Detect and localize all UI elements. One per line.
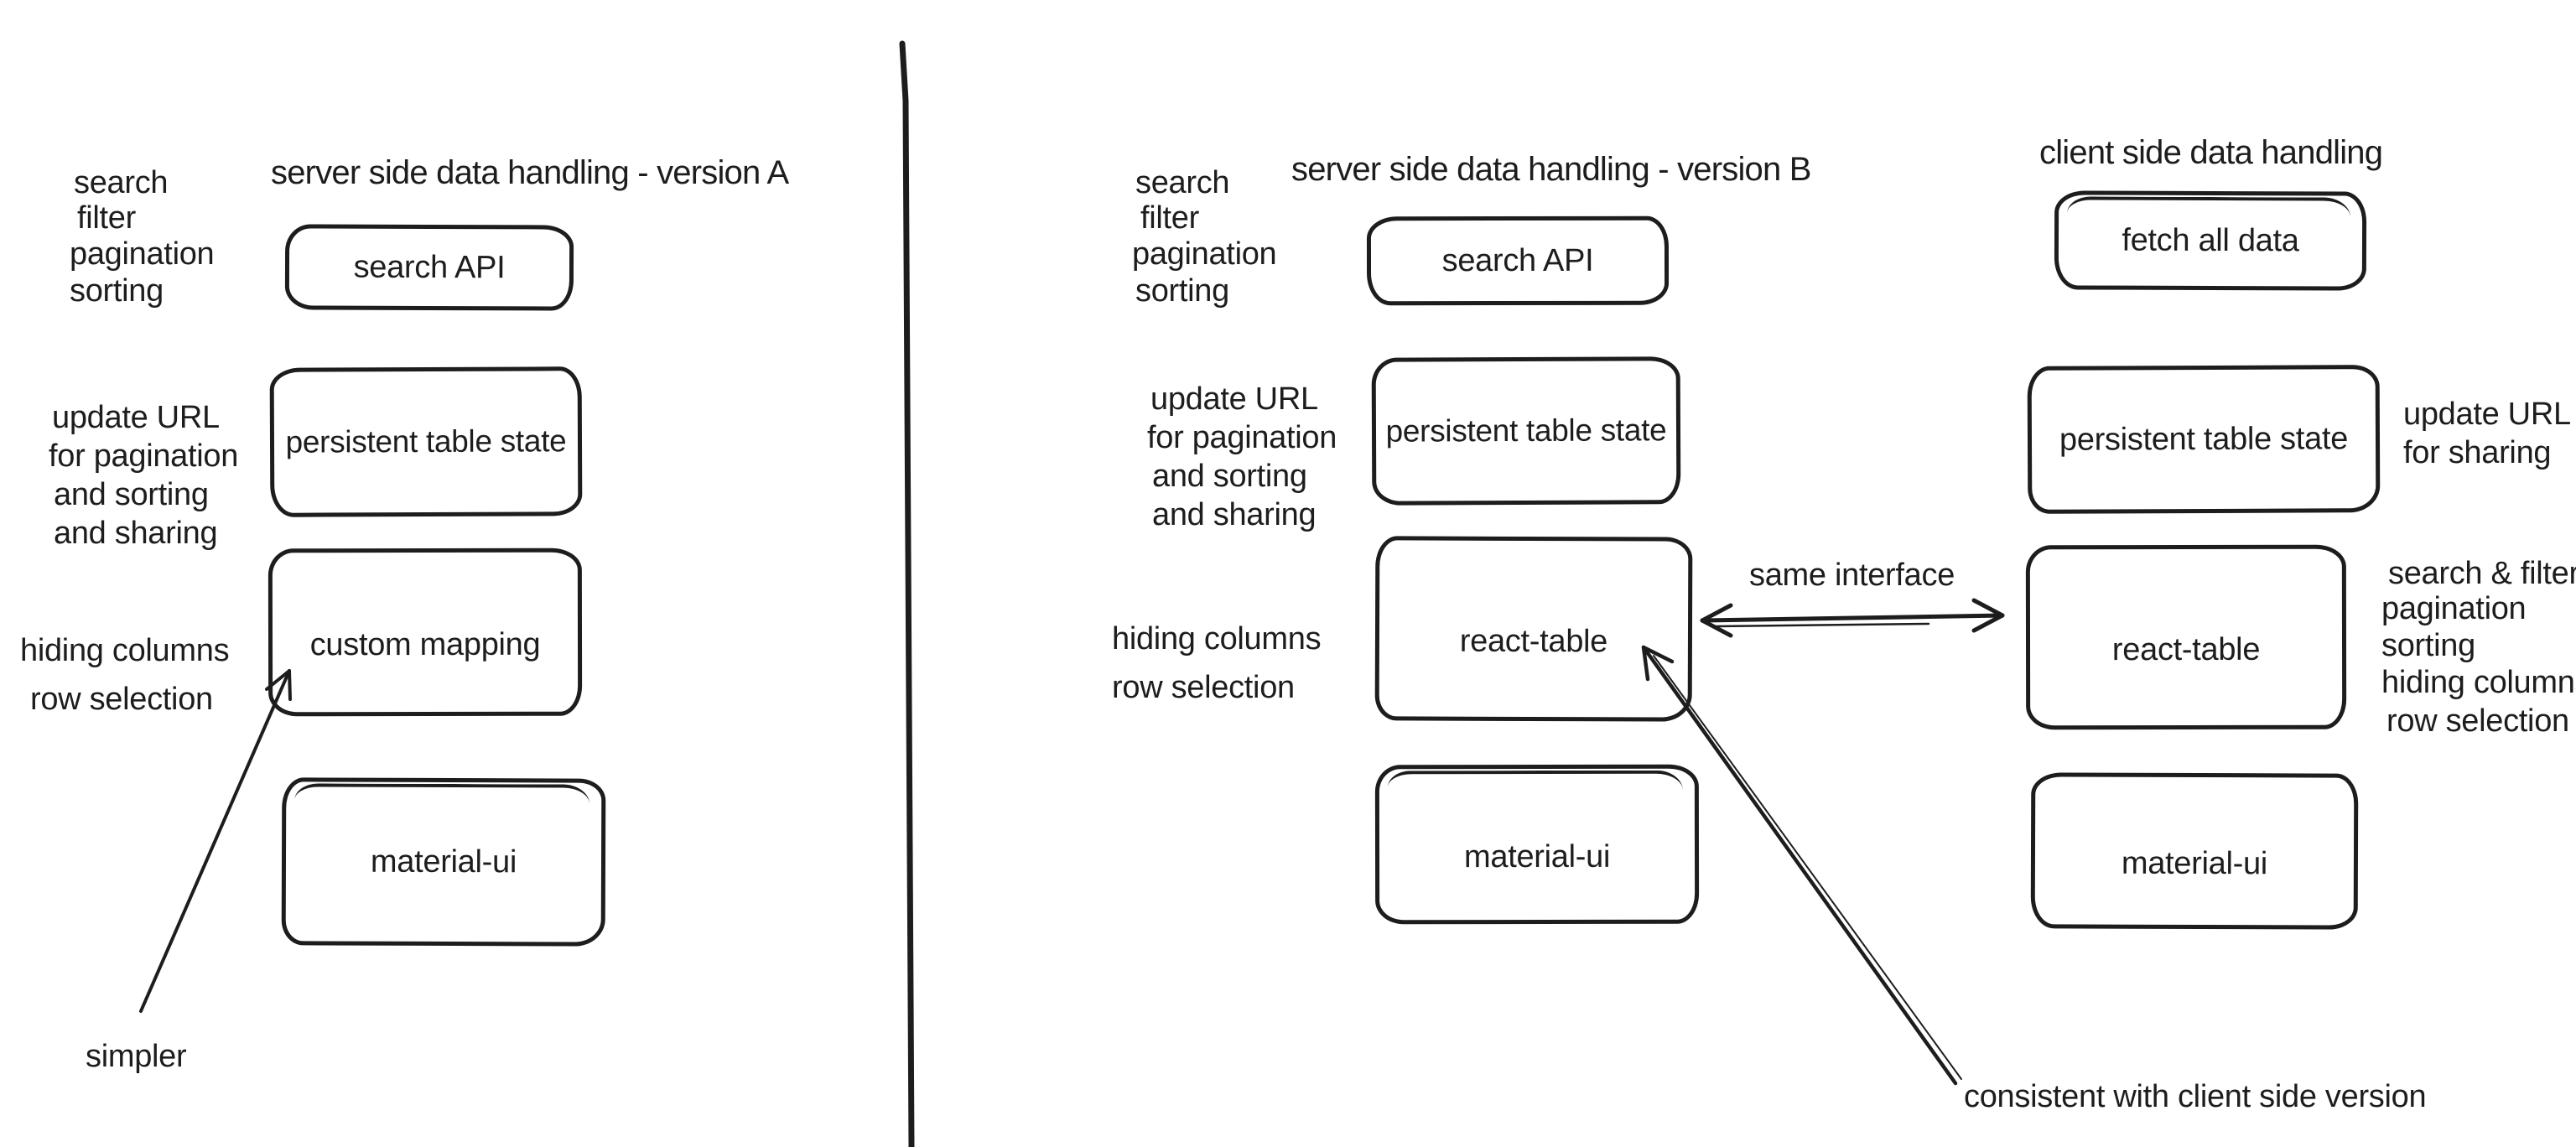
version-b-capability-pagination: pagination [1132,236,1277,272]
box-react-table-b-label: react-table [1459,623,1608,659]
box-persistent-table-state-a: persistent table state [269,366,583,517]
box-material-ui-c-label: material-ui [2121,845,2268,881]
box-persistent-table-state-b: persistent table state [1371,356,1681,506]
version-b-title: server side data handling - version B [1291,151,1811,188]
version-b-update-url-line2: for pagination [1147,420,1337,455]
box-material-ui-b: material-ui [1374,764,1700,925]
version-a-feature-row-selection: row selection [30,682,213,717]
version-b-update-url-line3: and sorting [1152,459,1307,494]
box-persistent-table-state-c: persistent table state [2027,365,2381,514]
simpler-arrow-shaft [139,669,291,1013]
version-a-update-url-line2: for pagination [49,439,239,474]
box-search-api-a-label: search API [353,249,506,285]
box-search-api-a: search API [284,224,574,311]
client-side-feature-pagination: pagination [2381,591,2527,626]
same-interface-arrow-shaft-echo [1714,622,1930,628]
box-fetch-all-data-label: fetch all data [2122,222,2299,258]
same-interface-arrow [1700,598,2005,638]
box-material-ui-b-label: material-ui [1463,838,1611,875]
consistent-note: consistent with client side version [1964,1079,2427,1114]
same-interface-arrow-left-head [1700,603,1733,638]
version-a-feature-hiding-columns: hiding columns [20,633,230,668]
consistent-arrow-shaft-echo [1653,655,1962,1080]
version-b-feature-row-selection: row selection [1112,670,1295,705]
divider-stroke [899,40,915,1147]
box-persistent-table-state-c-label: persistent table state [2059,420,2349,458]
box-search-api-b-label: search API [1441,242,1594,278]
version-a-update-url-line4: and sharing [54,516,218,551]
client-side-feature-sorting: sorting [2381,628,2475,663]
version-a-capability-filter: filter [77,200,136,236]
client-side-feature-search-filter: search & filter [2388,556,2576,591]
version-b-update-url-line4: and sharing [1152,497,1317,532]
version-a-update-url-line1: update URL [52,400,220,435]
box-custom-mapping: custom mapping [267,548,583,717]
simpler-note: simpler [86,1039,187,1074]
version-a-capability-sorting: sorting [70,273,164,309]
box-react-table-c-label: react-table [2111,631,2261,667]
box-custom-mapping-label: custom mapping [309,626,541,662]
box-react-table-c: react-table [2025,544,2347,730]
section-divider-line [899,40,915,1147]
client-side-update-url-line1: update URL [2403,397,2571,432]
version-b-feature-hiding-columns: hiding columns [1112,621,1322,657]
box-fetch-all-data: fetch all data [2054,190,2367,291]
client-side-feature-row-selection: row selection [2386,703,2569,739]
box-search-api-b: search API [1366,215,1670,306]
version-a-update-url-line3: and sorting [54,477,209,512]
version-b-capability-sorting: sorting [1135,273,1229,309]
box-persistent-table-state-a-label: persistent table state [285,423,567,459]
box-material-ui-c: material-ui [2030,772,2359,930]
client-side-title: client side data handling [2039,134,2383,171]
box-material-ui-a-label: material-ui [370,843,517,880]
version-a-capability-pagination: pagination [70,236,215,272]
client-side-feature-hiding-columns: hiding columns [2381,665,2576,700]
client-side-update-url-line2: for sharing [2403,435,2552,470]
box-material-ui-a: material-ui [281,777,606,947]
version-b-capability-filter: filter [1140,200,1199,236]
simpler-arrow [139,669,292,1013]
box-react-table-b: react-table [1374,536,1693,722]
same-interface-arrow-shaft [1700,613,2005,623]
version-a-capability-search: search [74,165,169,200]
version-b-capability-search: search [1135,165,1230,200]
version-a-title: server side data handling - version A [271,154,789,191]
box-persistent-table-state-b-label: persistent table state [1385,413,1667,449]
same-interface-note: same interface [1749,558,1955,593]
version-b-update-url-line1: update URL [1150,381,1318,417]
same-interface-arrow-right-head [1971,598,2005,633]
